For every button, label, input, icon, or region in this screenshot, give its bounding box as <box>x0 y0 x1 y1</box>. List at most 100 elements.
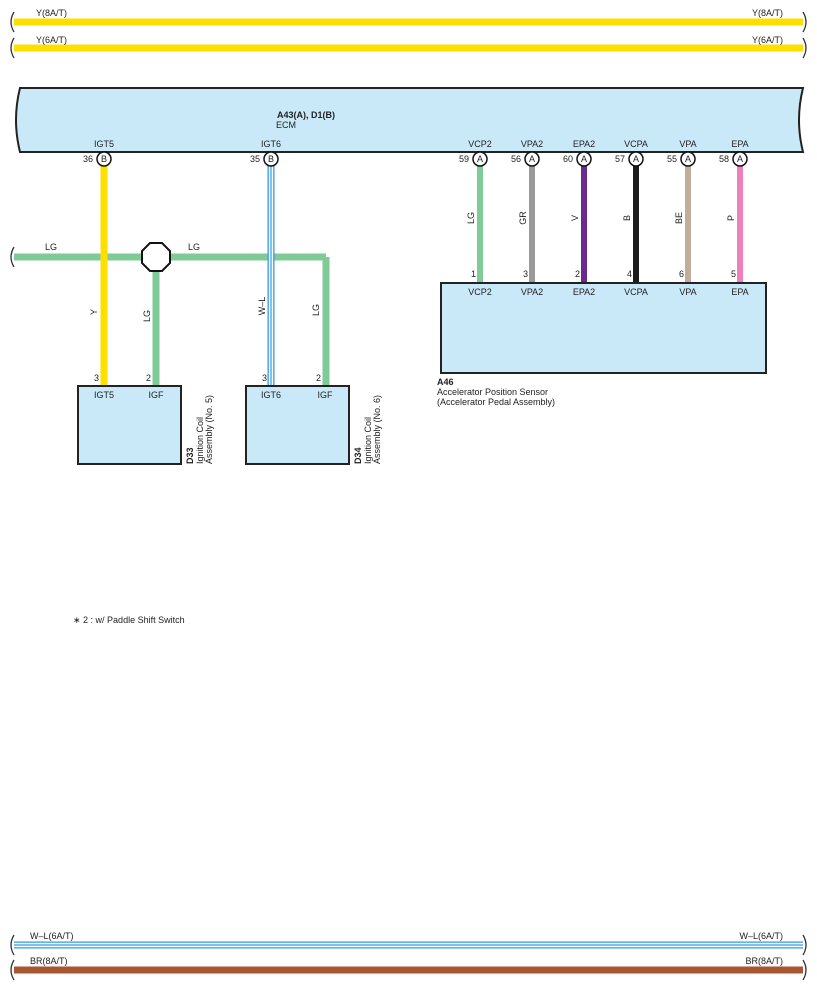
coil5-pin-number: 3 <box>94 373 99 383</box>
sensor-pin-number: 1 <box>471 269 476 279</box>
ecm-pin-connector-letter: A <box>633 154 639 164</box>
connector-circle <box>524 151 540 167</box>
wire-igt6-label: W–L <box>257 297 267 316</box>
sensor-pin-number: 5 <box>731 269 736 279</box>
coil6-name-line1: Ignition Coil <box>363 417 373 464</box>
wire-break-mark <box>802 11 807 33</box>
coil6-pin-number: 3 <box>262 373 267 383</box>
bus-top-6at-label-left: Y(6A/T) <box>36 35 67 45</box>
ecm-code: A43(A), D1(B) <box>277 110 335 120</box>
sensor-body <box>440 282 767 374</box>
connector-circle <box>576 151 592 167</box>
bus-bottom-8at: BR(8A/T) BR(8A/T) <box>10 956 807 981</box>
bus-top-8at: Y(8A/T) Y(8A/T) <box>10 8 807 33</box>
wire-sensor-label: GR <box>518 211 528 225</box>
wire-igf6-label: LG <box>311 304 321 316</box>
wire-sensor-label: V <box>570 215 580 221</box>
connector-circle <box>628 151 644 167</box>
lg-bus-label: LG <box>45 242 57 252</box>
ecm-pin-connector: 35 B <box>250 151 279 167</box>
ecm-pin-name: EPA <box>731 139 748 149</box>
lg-bus-label: LG <box>188 242 200 252</box>
bus-bottom-6at-label-left: W–L(6A/T) <box>30 931 74 941</box>
wire-break-mark <box>802 959 807 981</box>
ecm-pin-number: 36 <box>83 154 93 164</box>
sensor-pin-number: 4 <box>627 269 632 279</box>
wire-break-mark <box>10 246 15 268</box>
ecm-name: ECM <box>276 120 296 130</box>
bus-bottom-8at-label-left: BR(8A/T) <box>30 956 68 966</box>
ecm-pin-connector-letter: A <box>581 154 587 164</box>
ecm-pin-number: 56 <box>511 154 521 164</box>
ecm-pin-connector: 60 A <box>563 151 592 167</box>
ecm-pin-connector: 58 A <box>719 151 748 167</box>
connector-circle <box>263 151 279 167</box>
ecm-pin-number: 35 <box>250 154 260 164</box>
ecm-pin-connector: 36 B <box>83 151 112 167</box>
coil6-name-line2: Assembly (No. 6) <box>372 395 382 464</box>
ecm-pin-number: 57 <box>615 154 625 164</box>
coil5-pin-number: 2 <box>146 373 151 383</box>
sensor-pin-number: 6 <box>679 269 684 279</box>
sensor-pin-name: VPA <box>679 287 696 297</box>
coil6-pin-number: 2 <box>316 373 321 383</box>
ecm-pin-connector: 55 A <box>667 151 696 167</box>
connector-circle <box>680 151 696 167</box>
sensor-pin-name: EPA2 <box>573 287 595 297</box>
ecm-pin-number: 58 <box>719 154 729 164</box>
wire-break-mark <box>10 11 15 33</box>
bus-top-8at-label-left: Y(8A/T) <box>36 8 67 18</box>
coil6-body <box>245 385 350 465</box>
coil6-code: D34 <box>353 447 363 464</box>
coil5-code: D33 <box>185 447 195 464</box>
ecm-pin-connector-letter: A <box>529 154 535 164</box>
ecm-pin-name: EPA2 <box>573 139 595 149</box>
sensor-pin-name: VCP2 <box>468 287 492 297</box>
ecm-connectors: 36 B 35 B 59 A 56 A 60 A 57 A <box>83 151 748 167</box>
wire-igf5-label: LG <box>142 310 152 322</box>
ecm-body <box>15 87 805 153</box>
ecm-pin-number: 60 <box>563 154 573 164</box>
coil5-pin-name: IGF <box>149 390 165 400</box>
coil6-pin-name: IGT6 <box>261 390 281 400</box>
footnote: ∗ 2 : w/ Paddle Shift Switch <box>73 615 185 625</box>
sensor-pin-name: EPA <box>731 287 748 297</box>
bus-bottom-6at: W–L(6A/T) W–L(6A/T) <box>10 931 807 956</box>
coil5-name-line1: Ignition Coil <box>195 417 205 464</box>
wire-sensor-label: B <box>622 215 632 221</box>
ecm-pin-connector: 57 A <box>615 151 644 167</box>
ecm-block: A43(A), D1(B) ECM IGT5 IGT6 VCP2 VPA2 EP… <box>15 87 805 153</box>
wire-sensor-label: P <box>726 215 736 221</box>
bus-bottom-8at-label-right: BR(8A/T) <box>745 956 783 966</box>
sensor-pin-name: VPA2 <box>521 287 543 297</box>
sensor-pin-number: 3 <box>523 269 528 279</box>
bus-top-6at: Y(6A/T) Y(6A/T) <box>10 35 807 59</box>
sensor-pin-name: VCPA <box>624 287 648 297</box>
wire-break-mark <box>802 934 807 956</box>
sensor-pin-number: 2 <box>575 269 580 279</box>
ecm-pin-connector-letter: A <box>685 154 691 164</box>
connector-circle <box>732 151 748 167</box>
connector-circle <box>96 151 112 167</box>
ecm-pin-name: VPA2 <box>521 139 543 149</box>
connector-circle <box>472 151 488 167</box>
ecm-pin-connector-letter: A <box>737 154 743 164</box>
coil5-block: 3 2 IGT5 IGF D33 Ignition Coil Assembly … <box>77 373 214 465</box>
splice-junction <box>141 242 171 272</box>
sensor-code: A46 <box>437 377 454 387</box>
wire-break-mark <box>10 934 15 956</box>
ecm-pin-name: IGT6 <box>261 139 281 149</box>
wire-break-mark <box>10 37 15 59</box>
ecm-pin-name: VPA <box>679 139 696 149</box>
coil5-pin-name: IGT5 <box>94 390 114 400</box>
coil5-name-line2: Assembly (No. 5) <box>204 395 214 464</box>
ecm-pin-name: VCP2 <box>468 139 492 149</box>
wire-igt5-label: Y <box>89 309 99 315</box>
bus-top-8at-label-right: Y(8A/T) <box>752 8 783 18</box>
wire-sensor-label: LG <box>466 212 476 224</box>
sensor-name-line1: Accelerator Position Sensor <box>437 387 548 397</box>
sensor-name-line2: (Accelerator Pedal Assembly) <box>437 397 555 407</box>
ecm-pin-number: 55 <box>667 154 677 164</box>
ecm-pin-connector: 59 A <box>459 151 488 167</box>
